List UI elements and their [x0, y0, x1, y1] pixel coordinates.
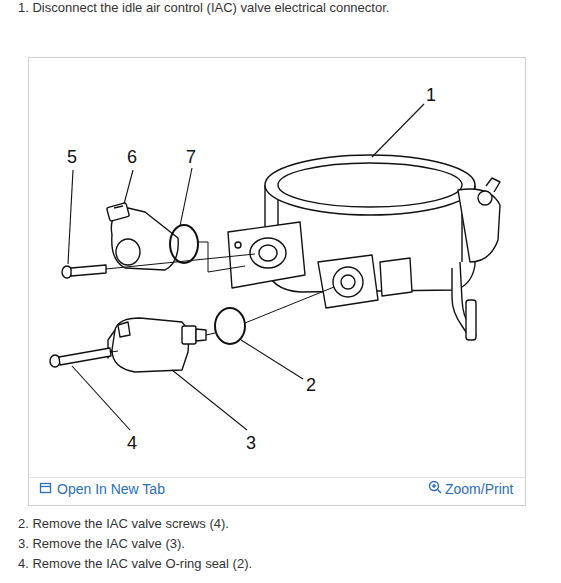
frame-separator — [29, 477, 525, 478]
callout-number: 7 — [186, 146, 196, 169]
callout-number: 1 — [426, 84, 436, 107]
new-tab-icon — [41, 484, 51, 493]
instruction-step: 3. Remove the IAC valve (3). — [18, 536, 185, 553]
screw — [50, 348, 111, 367]
alignment-lines — [106, 242, 334, 352]
callout-number: 6 — [127, 146, 137, 169]
o-ring — [170, 225, 198, 263]
instruction-step: 2. Remove the IAC valve screws (4). — [18, 516, 229, 533]
throttle-position-sensor — [107, 203, 179, 270]
link-text: Zoom/Print — [445, 480, 513, 498]
zoom-icon — [430, 482, 442, 494]
callout-number: 3 — [246, 432, 256, 455]
iac-valve — [108, 318, 206, 372]
leader-lines — [68, 104, 424, 430]
callout-number: 5 — [67, 146, 77, 169]
callout-number: 4 — [127, 432, 137, 455]
drawing — [50, 155, 500, 372]
figure-frame — [29, 58, 526, 506]
link-text: Open In New Tab — [57, 480, 165, 498]
o-ring — [215, 308, 245, 344]
screw — [62, 265, 106, 278]
instruction-step: 1. Disconnect the idle air control (IAC)… — [18, 0, 389, 17]
callout-number: 2 — [306, 374, 316, 397]
throttle-body — [228, 155, 500, 340]
instruction-step: 4. Remove the IAC valve O-ring seal (2). — [18, 556, 252, 573]
